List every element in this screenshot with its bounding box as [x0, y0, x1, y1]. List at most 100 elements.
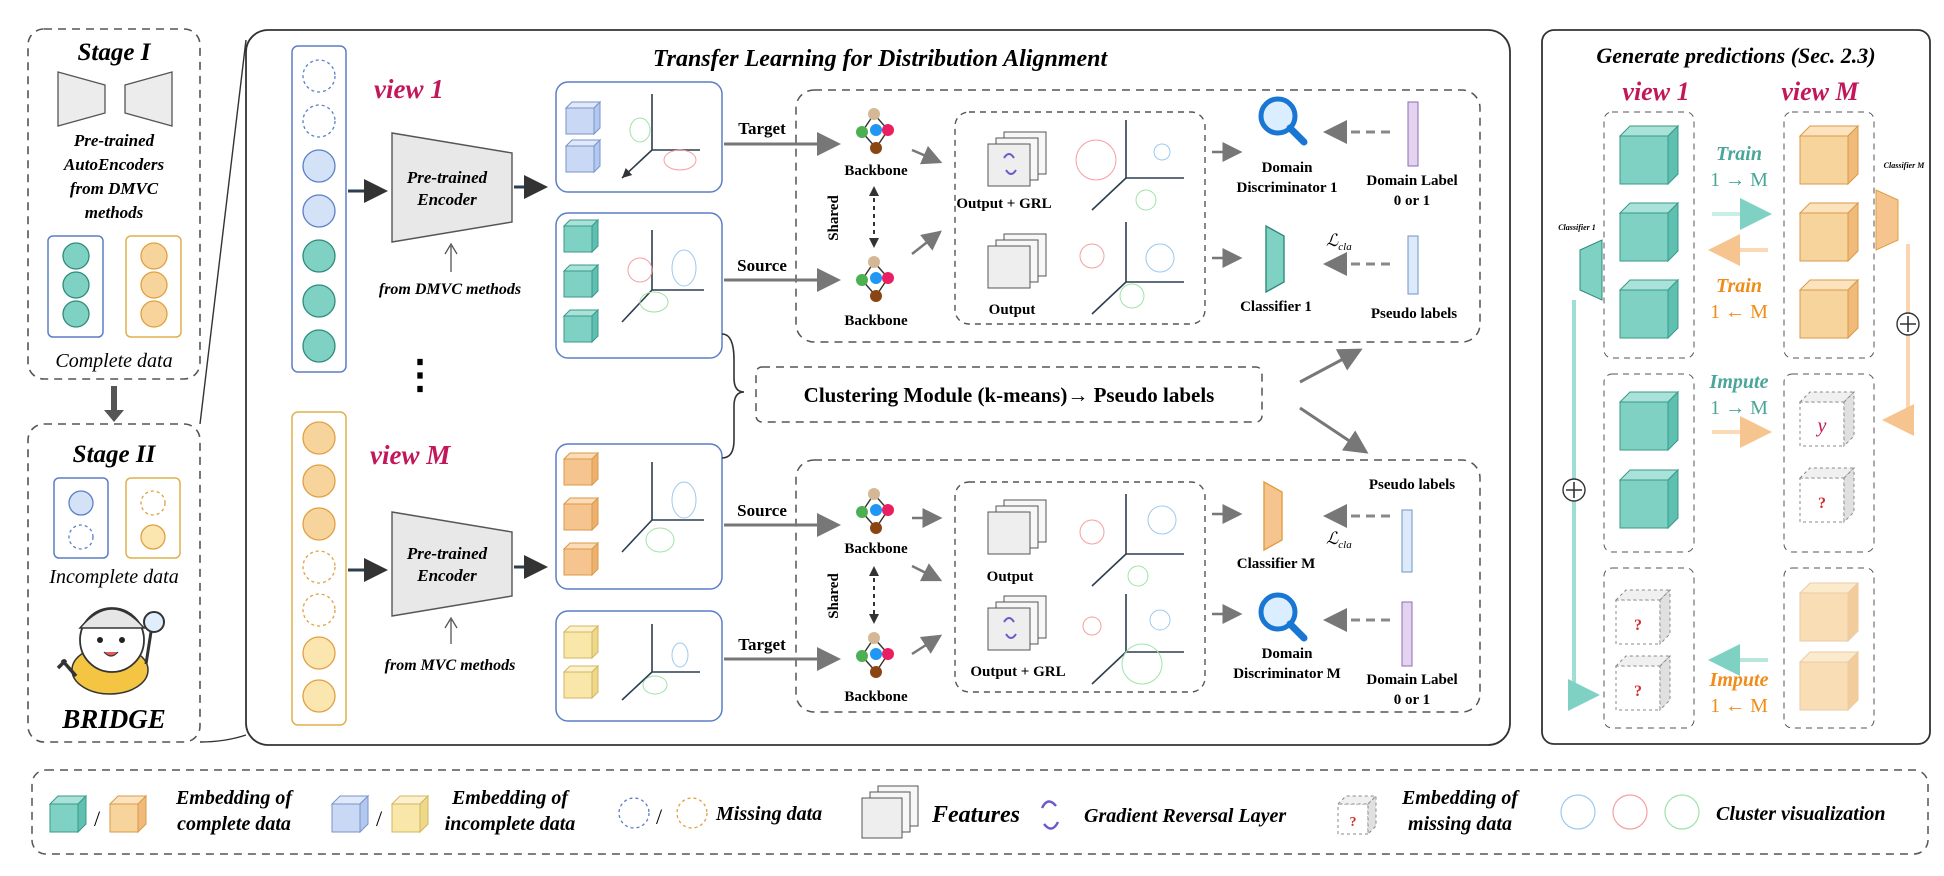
- from-mvc-label: from MVC methods: [385, 657, 516, 674]
- svg-text:?: ?: [1818, 495, 1826, 512]
- svg-text:1 → M: 1 → M: [1710, 169, 1768, 191]
- bottom-output-box: [954, 481, 1206, 693]
- svg-text:Domain Label: Domain Label: [1366, 173, 1457, 189]
- backbone-icon-top-a: [856, 108, 894, 154]
- legend-cluster-icons: [1560, 794, 1700, 830]
- domain-label-bar-top: [1407, 101, 1419, 167]
- pseudo-label-bar-top: [1407, 235, 1419, 295]
- classifier-1-label: Classifier 1: [1240, 299, 1312, 315]
- embed-box-vM-target: [555, 610, 723, 722]
- clustering-module: [755, 366, 1263, 423]
- top-loss-label: ℒcla: [1326, 231, 1352, 253]
- bottom-source-label: Source: [737, 501, 787, 520]
- features-stack-bottom-grl: [987, 595, 1047, 651]
- svg-text:?: ?: [1634, 683, 1642, 700]
- cluster-blobs: [627, 117, 697, 695]
- svg-text:Impute: Impute: [1709, 371, 1769, 393]
- svg-text:ℒcla: ℒcla: [1326, 529, 1352, 551]
- embed-box-v1-source: [555, 212, 723, 359]
- top-module: [795, 89, 1481, 343]
- complete-data-teal-dots: [62, 242, 90, 328]
- legend-features-icon: [861, 785, 919, 839]
- top-output-box: [954, 111, 1206, 325]
- backbone-icon-bottom-a: [856, 488, 894, 534]
- svg-text:Cluster visualization: Cluster visualization: [1716, 803, 1886, 825]
- stage-1-desc-4: methods: [85, 203, 144, 222]
- svg-text:Backbone: Backbone: [844, 689, 908, 705]
- svg-text:Domain: Domain: [1262, 646, 1313, 662]
- main-title: Transfer Learning for Distribution Align…: [653, 46, 1109, 72]
- brand-label: BRIDGE: [61, 704, 166, 734]
- svg-text:Train: Train: [1716, 275, 1762, 297]
- svg-text:Classifier 1: Classifier 1: [1558, 223, 1596, 232]
- legend-grl-icon: [1040, 800, 1060, 830]
- mascot-icon: [56, 607, 165, 695]
- svg-text:y: y: [1816, 415, 1827, 437]
- svg-text:Pseudo labels: Pseudo labels: [1369, 477, 1455, 493]
- bottom-target-label: Target: [738, 635, 786, 654]
- top-target-label: Target: [738, 119, 786, 138]
- svg-text:/: /: [94, 806, 101, 831]
- classifier-M-label: Classifier M: [1237, 556, 1315, 572]
- svg-text:Embedding of: Embedding of: [451, 787, 570, 809]
- legend: / Embedding of complete data / Embedding…: [31, 769, 1929, 855]
- svg-text:Backbone: Backbone: [844, 541, 908, 557]
- svg-text:1 ← M: 1 ← M: [1710, 695, 1768, 717]
- svg-text:Discriminator 1: Discriminator 1: [1237, 180, 1338, 196]
- predict-classifier-M: [1875, 189, 1899, 251]
- svg-text:Gradient Reversal Layer: Gradient Reversal Layer: [1084, 805, 1286, 827]
- classifier-1-icon: [1265, 224, 1285, 294]
- predictions-panel: Generate predictions (Sec. 2.3) view 1 v…: [1541, 29, 1931, 745]
- svg-text:Shared: Shared: [826, 573, 842, 619]
- autoencoder-icon: [57, 71, 173, 127]
- encoder-M: [391, 511, 513, 617]
- classifier-M-icon: [1263, 480, 1283, 552]
- stage-2-title: Stage II: [73, 441, 157, 468]
- svg-text:incomplete data: incomplete data: [445, 813, 576, 835]
- bottom-module: [795, 459, 1481, 713]
- view1-label: view 1: [374, 74, 444, 104]
- view1-dots: [302, 59, 336, 363]
- clustering-label: Clustering Module (k-means)→ Pseudo labe…: [804, 383, 1215, 407]
- svg-text:Encoder: Encoder: [416, 190, 477, 209]
- svg-text:Pre-trained: Pre-trained: [406, 168, 488, 187]
- domain-label-bar-bottom: [1401, 601, 1413, 667]
- embed-box-v1-target: [555, 81, 723, 193]
- svg-text:Train: Train: [1716, 143, 1762, 165]
- stage-1-caption: Complete data: [55, 350, 172, 372]
- svg-text:Embedding of: Embedding of: [1401, 787, 1520, 809]
- embed-axes: [622, 94, 704, 701]
- svg-text:Missing data: Missing data: [715, 803, 822, 825]
- svg-text:Impute: Impute: [1709, 669, 1769, 691]
- viewM-dots: [302, 421, 336, 713]
- complete-data-orange-dots: [140, 242, 168, 328]
- discriminator-M-icon: [1258, 592, 1308, 642]
- predictions-title: Generate predictions (Sec. 2.3): [1596, 43, 1875, 68]
- svg-text:Embedding of: Embedding of: [175, 787, 294, 809]
- svg-text:Classifier M: Classifier M: [1884, 161, 1926, 170]
- svg-text:Discriminator M: Discriminator M: [1233, 666, 1341, 682]
- embed-box-vM-source: [555, 443, 723, 590]
- predict-classifier-1: [1579, 239, 1603, 301]
- svg-text:Pseudo labels: Pseudo labels: [1371, 306, 1457, 322]
- features-stack-bottom: [987, 499, 1047, 555]
- viewM-label: view M: [370, 440, 451, 470]
- svg-text:view 1: view 1: [1622, 77, 1689, 106]
- svg-text:Encoder: Encoder: [416, 566, 477, 585]
- svg-text:0 or 1: 0 or 1: [1394, 692, 1430, 708]
- discriminator-1-icon: [1258, 96, 1308, 146]
- stage-1-desc-2: AutoEncoders: [63, 155, 165, 174]
- top-output-grl-label: Output + GRL: [956, 196, 1051, 212]
- predict-orange-cubes: [1798, 124, 1860, 712]
- svg-text:/: /: [376, 806, 383, 831]
- predict-teal-cubes: [1618, 124, 1680, 530]
- svg-text:0 or 1: 0 or 1: [1394, 193, 1430, 209]
- top-source-label: Source: [737, 256, 787, 275]
- svg-text:?: ?: [1634, 617, 1642, 634]
- view1-column: [291, 45, 347, 373]
- svg-text:missing data: missing data: [1408, 813, 1512, 835]
- stage-2-panel: Stage II Incomplete data BRIDGE: [27, 423, 201, 743]
- pseudo-label-bar-bottom: [1401, 509, 1413, 573]
- encoder-1: [391, 132, 513, 243]
